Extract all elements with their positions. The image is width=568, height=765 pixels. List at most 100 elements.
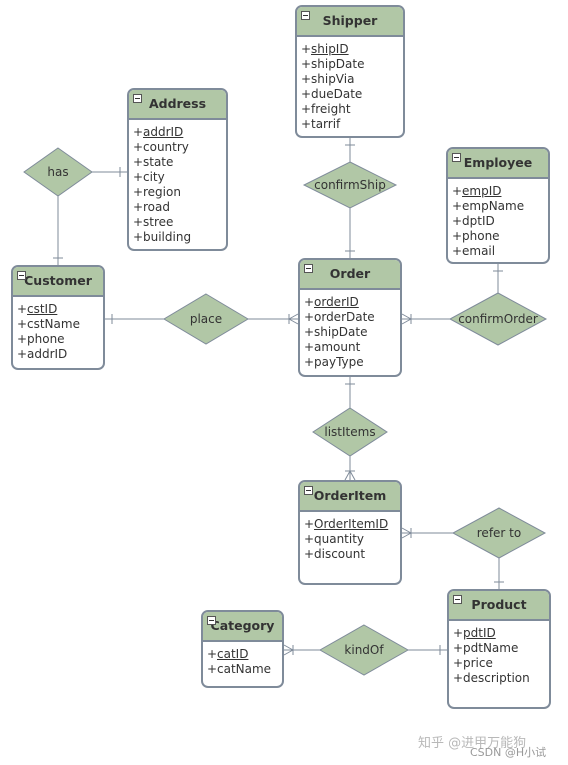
attribute-name: pdtID [463,626,496,640]
attribute-name: quantity [314,532,365,546]
attribute: +country [133,140,226,155]
attribute-prefix: + [301,42,312,56]
collapse-icon[interactable] [301,11,310,20]
attribute-prefix: + [207,647,218,661]
attribute-list: +cstID+cstName+phone+addrID [13,297,103,362]
relationship-confirmorder [448,292,548,346]
attribute-prefix: + [453,671,464,685]
relationship-label: confirmShip [314,178,386,192]
cardinality-many-mark [401,532,412,539]
attribute-prefix: + [301,117,312,131]
attribute-name: catName [217,662,272,676]
entity-title: Category [210,618,275,633]
collapse-icon[interactable] [304,486,313,495]
attribute: +amount [304,340,400,355]
relationship-has [23,147,93,197]
attribute-prefix: + [17,332,28,346]
attribute-prefix: + [453,626,464,640]
attribute-prefix: + [133,200,144,214]
attribute-prefix: + [304,340,315,354]
watermark-sub: CSDN @H小试 [470,746,547,759]
cardinality-many-mark [401,313,412,320]
entity-title: Product [471,597,527,612]
entity-orderitem[interactable]: OrderItem+OrderItemID+quantity+discount [298,480,402,585]
entity-header: Address [129,90,226,120]
cardinality-many-mark [344,470,351,481]
cardinality-many-mark [288,318,299,325]
relationship-listitems [312,407,388,457]
primary-key-attribute: +cstID [17,302,103,317]
collapse-icon[interactable] [207,616,216,625]
attribute: +phone [452,229,548,244]
attribute-prefix: + [133,185,144,199]
entity-customer[interactable]: Customer+cstID+cstName+phone+addrID [11,265,105,370]
attribute-name: cstName [27,317,80,331]
attribute-name: pdtName [463,641,519,655]
attribute-name: addrID [27,347,68,361]
cardinality-many-mark [288,313,299,320]
primary-key-attribute: +empID [452,184,548,199]
primary-key-attribute: +shipID [301,42,403,57]
entity-title: Employee [463,155,533,170]
attribute: +building [133,230,226,245]
attribute-list: +shipID+shipDate+shipVia+dueDate+freight… [297,37,403,132]
attribute-prefix: + [452,214,463,228]
attribute-prefix: + [304,295,315,309]
attribute-name: email [462,244,496,258]
cardinality-many-mark [401,318,412,325]
relationship-label: refer to [477,526,521,540]
attribute-name: orderID [314,295,359,309]
attribute: +phone [17,332,103,347]
attribute-prefix: + [304,532,315,546]
attribute-prefix: + [453,641,464,655]
attribute-name: stree [143,215,174,229]
attribute-name: phone [27,332,65,346]
attribute: +region [133,185,226,200]
entity-header: Employee [448,149,548,179]
attribute-prefix: + [452,199,463,213]
attribute: +tarrif [301,117,403,132]
attribute-prefix: + [133,140,144,154]
entity-category[interactable]: Category +catID+catName [201,610,284,688]
attribute-name: dptID [462,214,495,228]
attribute-prefix: + [301,72,312,86]
attribute-name: shipDate [314,325,368,339]
attribute-prefix: + [453,656,464,670]
attribute-list: +catID+catName [203,642,282,677]
attribute: +quantity [304,532,400,547]
attribute-name: amount [314,340,361,354]
relationship-label: has [47,165,68,179]
cardinality-many-mark [283,649,294,656]
attribute: +description [453,671,549,686]
collapse-icon[interactable] [453,595,462,604]
attribute-name: region [143,185,181,199]
relationship-kindof [318,624,410,676]
attribute-name: price [463,656,493,670]
entity-title: Customer [24,273,92,288]
collapse-icon[interactable] [133,94,142,103]
relationship-label: confirmOrder [458,312,538,326]
attribute-name: phone [462,229,500,243]
entity-product[interactable]: Product+pdtID+pdtName+price+description [447,589,551,709]
attribute-list: +pdtID+pdtName+price+description [449,621,549,686]
attribute-prefix: + [304,355,315,369]
collapse-icon[interactable] [452,153,461,162]
attribute: +pdtName [453,641,549,656]
attribute-prefix: + [452,229,463,243]
attribute-prefix: + [301,57,312,71]
entity-title: Address [148,96,207,111]
relationship-confirmship [302,161,398,209]
attribute-prefix: + [17,347,28,361]
attribute: +freight [301,102,403,117]
attribute-name: tarrif [311,117,341,131]
entity-shipper[interactable]: Shipper+shipID+shipDate+shipVia+dueDate+… [295,5,405,138]
attribute-name: shipVia [311,72,355,86]
attribute: +discount [304,547,400,562]
entity-address[interactable]: Address+addrID+country+state+city+region… [127,88,228,251]
entity-employee[interactable]: Employee+empID+empName+dptID+phone+email [446,147,550,264]
primary-key-attribute: +addrID [133,125,226,140]
primary-key-attribute: +catID [207,647,282,662]
entity-order[interactable]: Order+orderID+orderDate+shipDate+amount+… [298,258,402,377]
collapse-icon[interactable] [304,264,313,273]
collapse-icon[interactable] [17,271,26,280]
